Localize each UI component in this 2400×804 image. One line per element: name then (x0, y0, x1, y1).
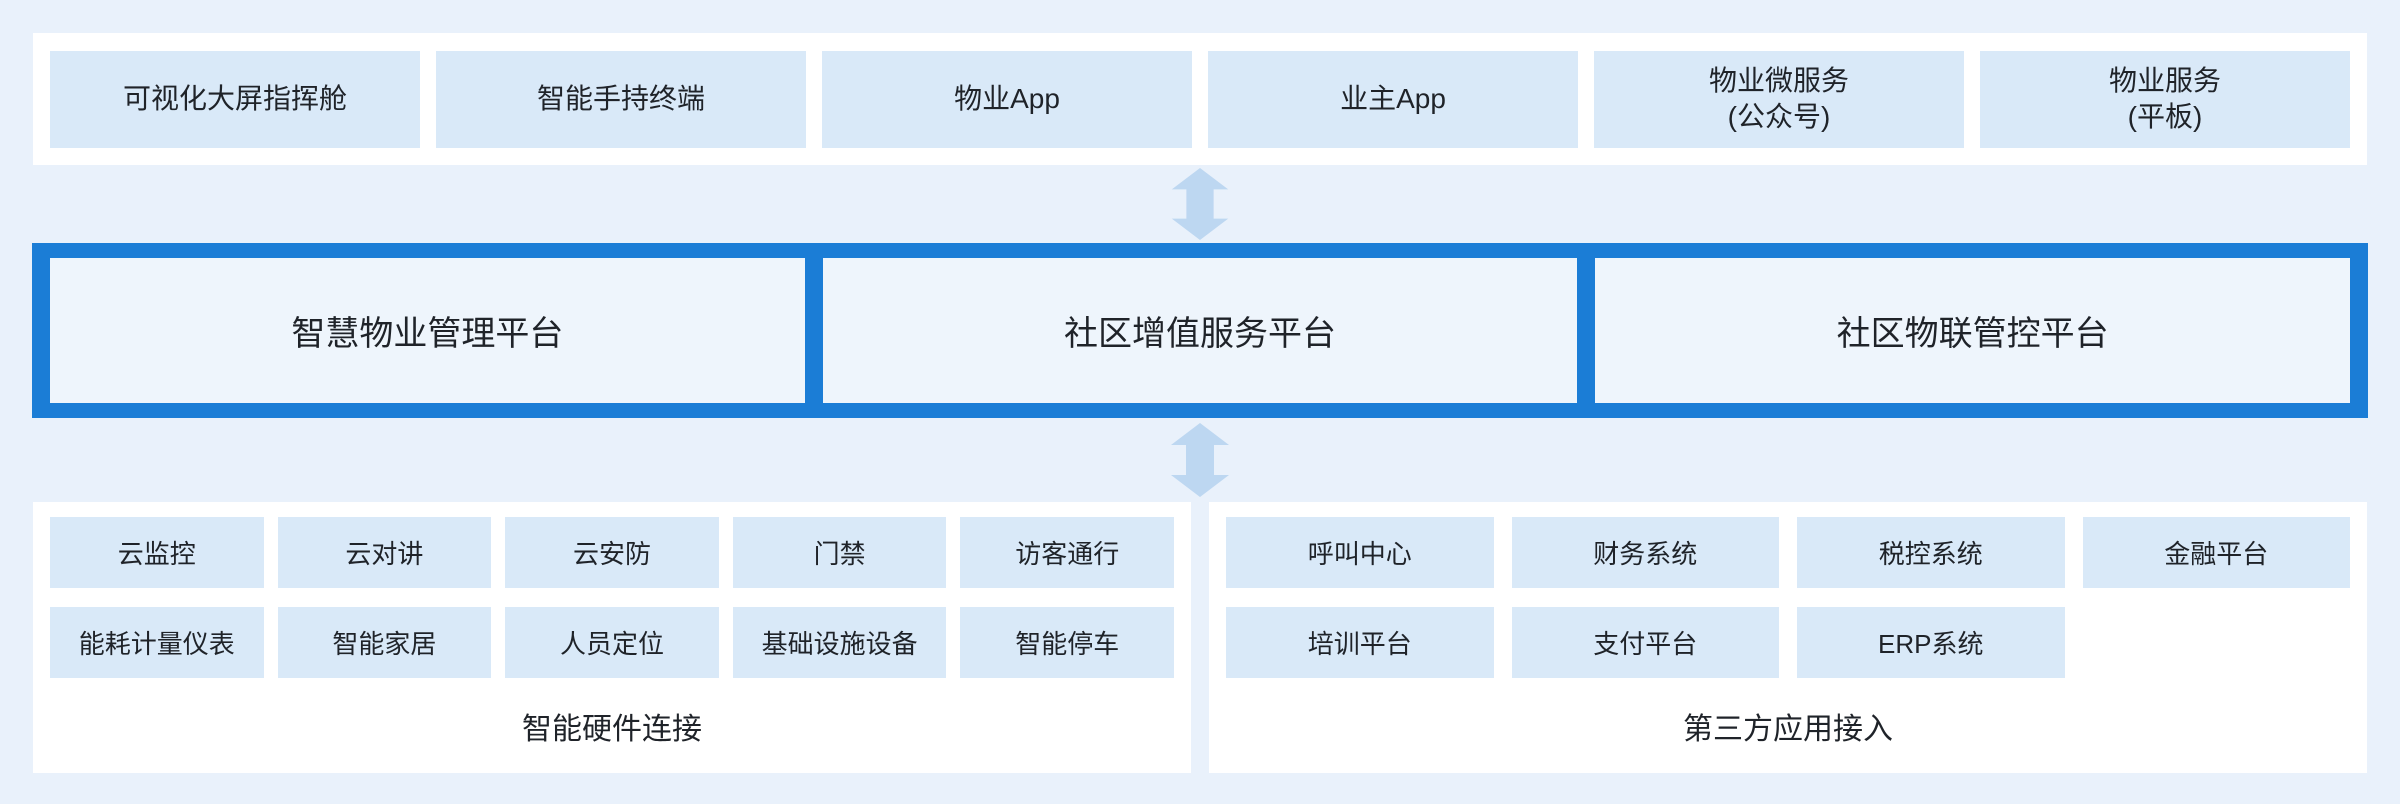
platform-layer-band: 智慧物业管理平台 社区增值服务平台 社区物联管控平台 (32, 243, 2368, 418)
hardware-box: 访客通行 (960, 517, 1174, 588)
terminal-box: 可视化大屏指挥舱 (50, 50, 420, 148)
hardware-box: 云安防 (505, 517, 719, 588)
hardware-box: 门禁 (732, 517, 947, 588)
connector-zone-bottom (0, 418, 2400, 502)
terminal-box: 物业服务 (平板) (1980, 50, 2350, 148)
up-down-double-arrow-icon (1171, 423, 1229, 497)
terminal-box: 物业App (822, 50, 1192, 148)
third-party-grid: 呼叫中心 财务系统 税控系统 金融平台 培训平台 支付平台 ERP系统 (1226, 517, 2350, 678)
terminal-box: 业主App (1208, 50, 1578, 148)
third-party-box: 税控系统 (1797, 517, 2065, 588)
third-party-box: 呼叫中心 (1226, 517, 1494, 588)
hardware-grid: 云监控 云对讲 云安防 门禁 访客通行 能耗计量仪表 智能家居 人员定位 基础设… (50, 517, 1174, 678)
hardware-box: 云监控 (50, 517, 264, 588)
third-party-box: 金融平台 (2082, 517, 2350, 588)
connector-zone-top (0, 165, 2400, 243)
up-down-double-arrow-icon (1171, 168, 1229, 240)
hardware-box: 云对讲 (277, 517, 492, 588)
terminal-layer-panel: 可视化大屏指挥舱 智能手持终端 物业App 业主App 物业微服务 (公众号) … (33, 33, 2367, 165)
hardware-box: 能耗计量仪表 (50, 607, 264, 678)
third-party-box: 支付平台 (1511, 607, 1779, 678)
hardware-panel: 云监控 云对讲 云安防 门禁 访客通行 能耗计量仪表 智能家居 人员定位 基础设… (33, 502, 1191, 773)
platform-box: 社区物联管控平台 (1595, 258, 2351, 403)
third-party-section-title: 第三方应用接入 (1683, 712, 1893, 746)
third-party-panel: 呼叫中心 财务系统 税控系统 金融平台 培训平台 支付平台 ERP系统 第三方应… (1209, 502, 2367, 773)
third-party-box: 培训平台 (1226, 607, 1494, 678)
hardware-box: 人员定位 (505, 607, 719, 678)
terminal-box: 物业微服务 (公众号) (1594, 50, 1964, 148)
access-layer-row: 云监控 云对讲 云安防 门禁 访客通行 能耗计量仪表 智能家居 人员定位 基础设… (33, 502, 2367, 773)
hardware-box: 基础设施设备 (732, 607, 947, 678)
hardware-section-title: 智能硬件连接 (522, 712, 702, 746)
platform-box: 智慧物业管理平台 (50, 258, 805, 403)
hardware-box: 智能停车 (960, 607, 1174, 678)
third-party-box: ERP系统 (1797, 607, 2065, 678)
third-party-box: 财务系统 (1511, 517, 1779, 588)
platform-box: 社区增值服务平台 (822, 258, 1578, 403)
terminal-box: 智能手持终端 (436, 50, 806, 148)
hardware-box: 智能家居 (277, 607, 492, 678)
